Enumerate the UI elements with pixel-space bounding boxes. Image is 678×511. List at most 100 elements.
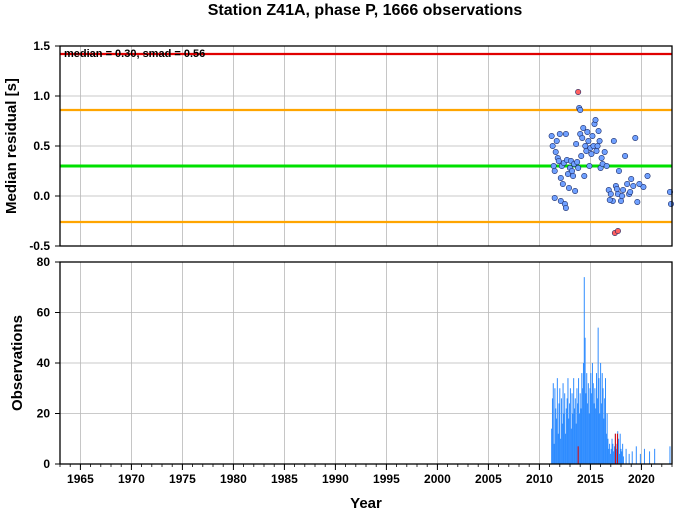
residual-point [614, 228, 621, 235]
residual-point [640, 184, 647, 191]
residual-point [601, 149, 608, 156]
residual-point [584, 129, 591, 136]
residual-point [582, 143, 589, 150]
residual-point [610, 138, 617, 145]
residual-point [589, 133, 596, 140]
observation-bars [551, 277, 671, 464]
y-tick-label: 1.5 [33, 39, 50, 53]
residual-point [615, 168, 622, 175]
x-tick-label: 1995 [373, 472, 400, 486]
residual-point [628, 176, 635, 183]
residual-point [619, 193, 626, 200]
x-tick-label: 2000 [424, 472, 451, 486]
residual-point [585, 138, 592, 145]
residual-point [581, 173, 588, 180]
residual-point [583, 148, 590, 155]
residual-y-axis-label: Median residual [s] [3, 78, 20, 214]
residual-point [596, 138, 603, 145]
residual-point [570, 173, 577, 180]
residual-point [580, 125, 587, 132]
residual-points [548, 89, 674, 237]
residual-point [593, 148, 600, 155]
x-tick-label: 1990 [322, 472, 349, 486]
residual-point [577, 107, 584, 114]
residual-point [627, 189, 634, 196]
residual-point [548, 133, 555, 140]
residual-point [617, 198, 624, 205]
y-tick-label: -0.5 [29, 239, 50, 253]
x-tick-label: 1965 [67, 472, 94, 486]
y-tick-label: 80 [37, 255, 51, 269]
residual-point [562, 131, 569, 138]
y-tick-label: 20 [37, 407, 51, 421]
residual-point [613, 186, 620, 193]
residual-point [667, 201, 674, 208]
residual-point [549, 143, 556, 150]
residual-point [588, 151, 595, 158]
residual-point [565, 185, 572, 192]
y-tick-label: 60 [37, 306, 51, 320]
residual-point [636, 181, 643, 188]
residual-point [553, 138, 560, 145]
residual-point [624, 181, 631, 188]
residual-point [550, 163, 557, 170]
observations-y-ticks: 0 20 40 60 80 [37, 255, 60, 471]
x-tick-label: 1980 [220, 472, 247, 486]
chart-title: Station Z41A, phase P, 1666 observations [208, 2, 523, 19]
residual-point [557, 175, 564, 182]
residual-point [630, 183, 637, 190]
residual-y-ticks: -0.5 0.0 0.5 1.0 1.5 [29, 39, 60, 253]
residual-point [603, 163, 610, 170]
x-tick-label: 1970 [118, 472, 145, 486]
year-x-axis-label: Year [350, 495, 382, 511]
residual-point [578, 153, 585, 160]
residual-point [620, 187, 627, 194]
residual-point [598, 155, 605, 162]
residual-point [594, 143, 601, 150]
year-x-ticks: 1965 1970 1975 1980 1985 1990 1995 2000 2005 2010… [59, 464, 673, 486]
x-tick-label: 2005 [475, 472, 502, 486]
residual-point [632, 135, 639, 142]
reference-lines [60, 52, 672, 224]
residual-point [592, 117, 599, 124]
residual-point [562, 205, 569, 212]
observations-panel: 0 20 40 60 80 1965 1970 1975 1980 1985 1990 1995 20… [9, 255, 673, 511]
residual-point [586, 163, 593, 170]
residual-point [559, 181, 566, 188]
residual-point [564, 171, 571, 178]
residual-point [551, 195, 558, 202]
y-tick-label: 1.0 [33, 89, 50, 103]
residual-point [572, 188, 579, 195]
observations-y-axis-label: Observations [9, 315, 26, 411]
residual-point [607, 191, 614, 198]
x-tick-label: 1985 [271, 472, 298, 486]
y-tick-label: 0 [43, 457, 50, 471]
residual-point [575, 165, 582, 172]
residual-point [595, 128, 602, 135]
residual-point [557, 198, 564, 205]
y-tick-label: 0.5 [33, 139, 50, 153]
residual-point [556, 131, 563, 138]
residual-point [575, 89, 582, 96]
median-smad-annotation: median = 0.30, smad = 0.56 [64, 48, 205, 60]
x-tick-label: 2015 [577, 472, 604, 486]
residual-point [552, 149, 559, 156]
residual-point [622, 153, 629, 160]
residual-point [634, 199, 641, 206]
y-tick-label: 0.0 [33, 189, 50, 203]
residual-point [573, 141, 580, 148]
x-tick-label: 2010 [526, 472, 553, 486]
residual-point [555, 158, 562, 165]
residual-point [569, 168, 576, 175]
x-tick-label: 1975 [169, 472, 196, 486]
residual-point [574, 159, 581, 166]
residual-point [606, 197, 613, 204]
residual-point [579, 135, 586, 142]
x-tick-label: 2020 [628, 472, 655, 486]
residual-point [644, 173, 651, 180]
residual-panel: median = 0.30, smad = 0.56 -0.5 0.0 0.5 1.0… [3, 39, 674, 253]
y-tick-label: 40 [37, 356, 51, 370]
residual-point [666, 189, 673, 196]
residual-point [551, 168, 558, 175]
